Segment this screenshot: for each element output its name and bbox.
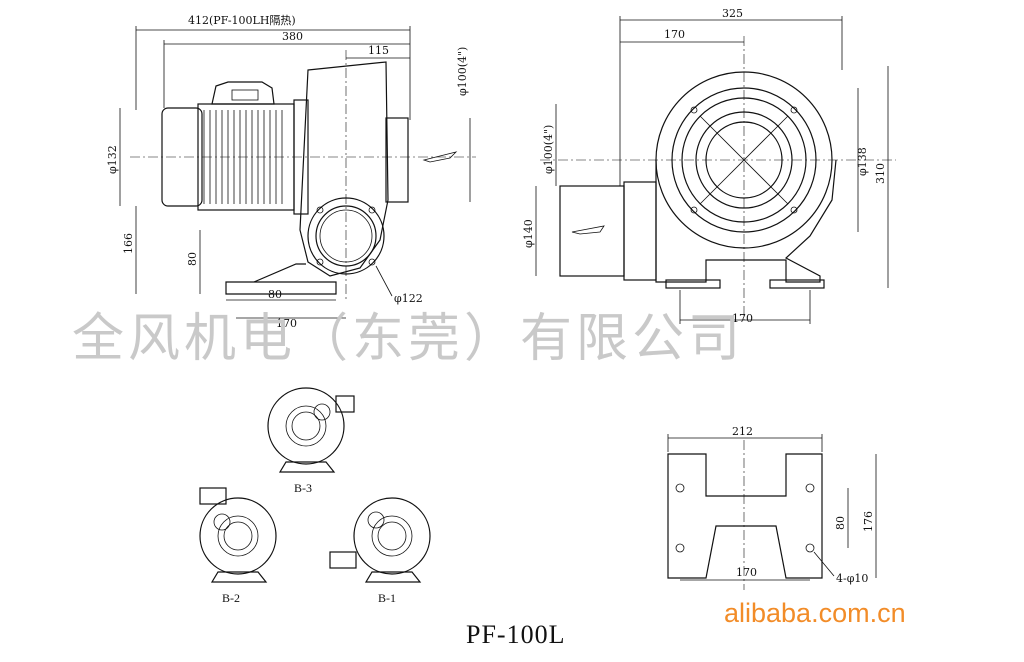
base-plate-side [225, 281, 337, 295]
dim-shaft-height: 80 [186, 252, 199, 266]
dim-motor-dia: φ132 [106, 145, 119, 174]
front-view: 325 170 φ100(4") φ140 φ138 310 170 [522, 7, 896, 325]
brand-watermark: alibaba.com.cn [724, 598, 906, 628]
orientation-b1: B-1 [329, 497, 431, 605]
dim-base-a: 80 [268, 288, 282, 301]
dim-flange: φ122 [394, 292, 423, 305]
blower-housing [299, 61, 389, 277]
flow-arrow [422, 151, 458, 163]
company-watermark: 全风机电（东莞）有限公司 [72, 309, 745, 369]
dim-hole-v: 80 [834, 516, 847, 530]
side-view: 412(PF-100LH隔热) 380 115 φ100(4") φ132 16… [106, 14, 476, 330]
dim-overall: 412(PF-100LH隔热) [188, 14, 296, 27]
terminal-box [211, 81, 275, 105]
dim-length: 380 [282, 30, 303, 43]
dim-inlet-offset: 115 [368, 44, 389, 57]
dim-inlet-dia: φ100(4") [456, 47, 469, 96]
inlet-pipe [385, 117, 409, 203]
dim-inner-dia: φ138 [856, 147, 869, 176]
base-plate-view: 212 176 80 170 4-φ10 [667, 425, 877, 590]
volute-body [655, 159, 837, 283]
outlet-arrow [571, 225, 605, 235]
outlet-flange [623, 181, 657, 281]
label-b1: B-1 [378, 591, 396, 605]
orientation-b2: B-2 [199, 487, 277, 605]
dim-outlet-dia: φ100(4") [542, 125, 555, 174]
base-rib [253, 263, 306, 283]
dim-hole-h: 170 [736, 566, 757, 579]
terminal-cover [231, 89, 259, 101]
dim-plate-height: 176 [862, 511, 875, 532]
label-b2: B-2 [222, 591, 240, 605]
front-foot-right [769, 279, 825, 289]
dim-height: 166 [122, 233, 135, 254]
base-plate-outline [667, 453, 823, 579]
dim-plate-width: 212 [732, 425, 753, 438]
dim-front-half: 170 [664, 28, 685, 41]
dim-outlet-h: φ140 [522, 219, 535, 248]
orientation-b3: B-3 [267, 387, 355, 495]
model-title: PF-100L [466, 620, 566, 649]
dim-holes: 4-φ10 [836, 572, 868, 585]
dim-front-width: 325 [722, 7, 743, 20]
outlet-duct [559, 185, 625, 277]
dim-front-height: 310 [874, 163, 887, 184]
dim-front-base: 170 [732, 312, 753, 325]
label-b3: B-3 [294, 481, 312, 495]
dim-base-b: 170 [276, 317, 297, 330]
front-foot-left [665, 279, 721, 289]
